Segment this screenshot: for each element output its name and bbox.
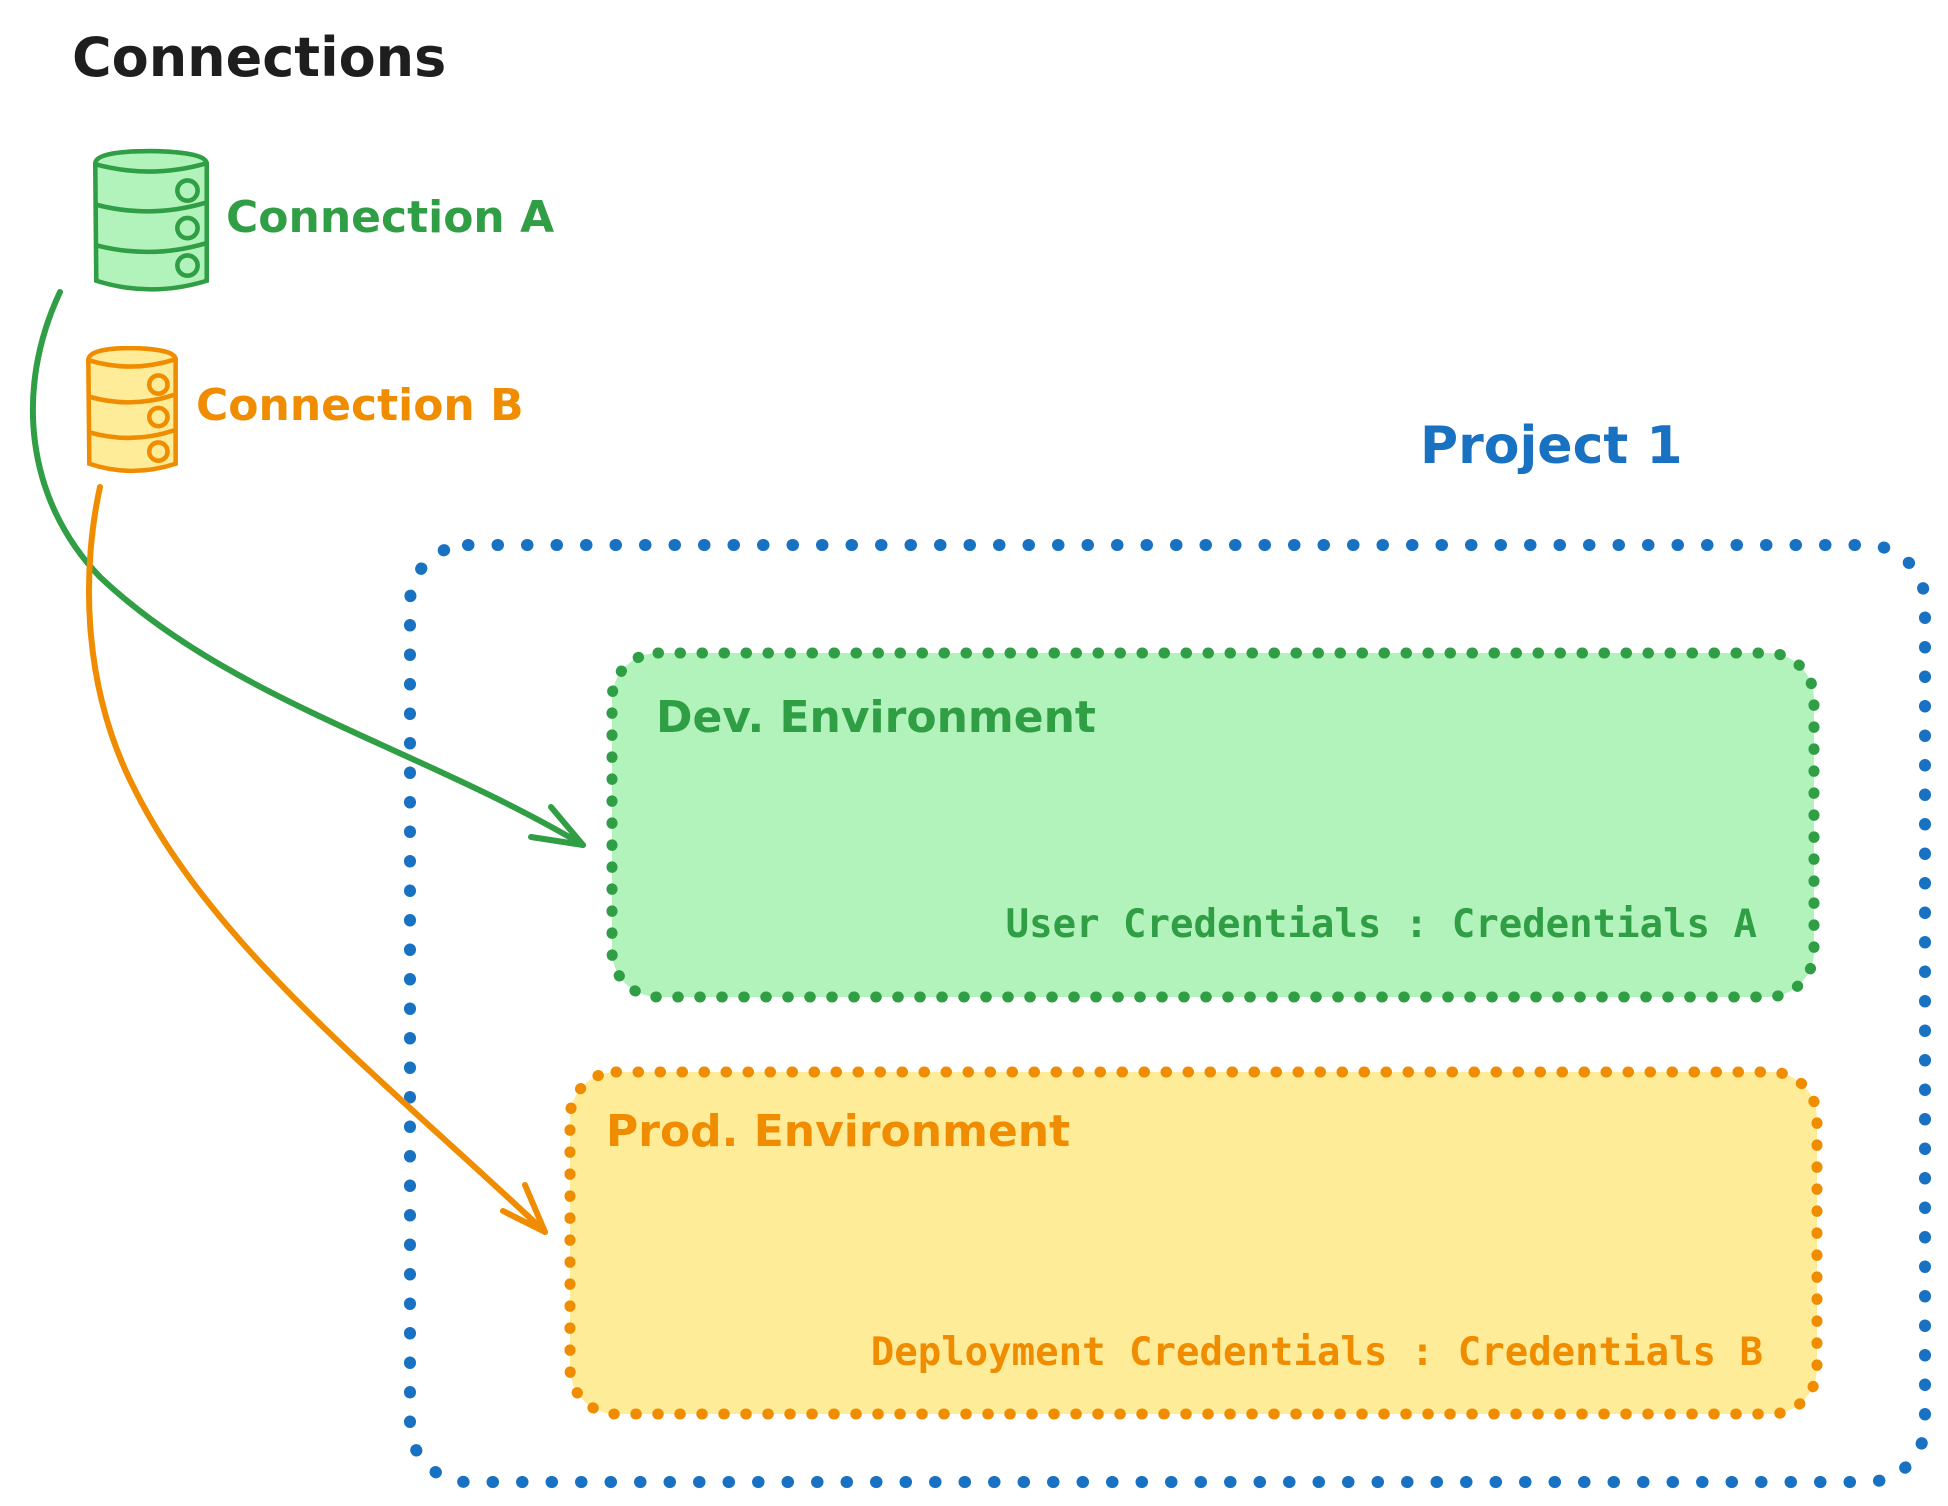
connection-b-arrowhead	[500, 1182, 548, 1235]
connection-a-label: Connection A	[226, 192, 555, 243]
connection-b-database-icon	[86, 346, 178, 474]
connection-a-arrow	[29, 289, 586, 848]
connection-b-label: Connection B	[196, 380, 524, 431]
database-dot	[146, 373, 170, 396]
connection-a-arrow-shaft	[29, 289, 586, 848]
dev-environment-title: Dev. Environment	[656, 692, 1096, 743]
connection-a-arrowhead	[528, 804, 586, 848]
database-dot	[175, 253, 200, 278]
database-divider	[94, 240, 209, 255]
database-dot	[175, 178, 200, 203]
connection-b-arrow	[85, 484, 548, 1235]
database-dot	[146, 440, 170, 463]
project-box	[404, 539, 1931, 1488]
connection-b-arrow-shaft	[85, 484, 548, 1235]
database-divider	[87, 392, 177, 405]
dev-environment-box	[606, 647, 1820, 1003]
database-top-ellipse	[92, 160, 210, 174]
connection-a-database-icon	[92, 148, 210, 292]
dev-environment-credentials: User Credentials : Credentials A	[1005, 902, 1757, 947]
database-divider	[94, 200, 209, 214]
prod-environment-title: Prod. Environment	[606, 1106, 1071, 1157]
prod-environment-credentials: Deployment Credentials : Credentials B	[870, 1330, 1763, 1375]
project-label: Project 1	[1420, 416, 1683, 476]
database-divider	[87, 427, 177, 441]
database-top-ellipse	[86, 356, 178, 369]
database-dot	[175, 215, 200, 241]
connections-title: Connections	[72, 26, 447, 89]
database-dot	[146, 405, 170, 429]
prod-environment-box	[564, 1066, 1823, 1420]
